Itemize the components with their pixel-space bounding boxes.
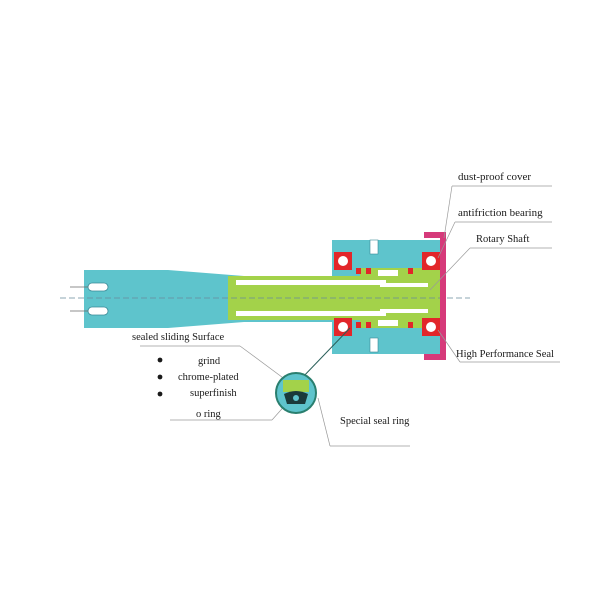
- bearing-top-right: [422, 252, 440, 270]
- bearing-bottom-right: [422, 318, 440, 336]
- label-sealed-sliding-surface: sealed sliding Surface: [132, 332, 224, 343]
- left-ports: [70, 282, 109, 316]
- label-antifriction-bearing: antifriction bearing: [458, 207, 543, 219]
- label-grind: grind: [198, 356, 221, 367]
- leader-lines: [140, 185, 560, 447]
- seal-dots: [356, 268, 413, 328]
- dust-proof-cover: [424, 232, 446, 360]
- label-superfinish: superfinish: [190, 388, 237, 399]
- housing-slots: [369, 239, 398, 353]
- label-chrome-plated: chrome-plated: [178, 372, 239, 383]
- bearing-bottom-left: [334, 318, 352, 336]
- shaft-channels: [236, 280, 428, 316]
- label-rotary-shaft: Rotary Shaft: [476, 234, 529, 245]
- bullet-dots: [157, 357, 163, 397]
- special-seal-ring-callout: [275, 372, 317, 414]
- label-o-ring: o ring: [196, 409, 222, 420]
- label-dust-proof-cover: dust-proof cover: [458, 171, 531, 183]
- label-special-seal-ring: Special seal ring: [340, 416, 410, 427]
- bearing-top-left: [334, 252, 352, 270]
- label-high-performance-seal: High Performance Seal: [456, 349, 554, 360]
